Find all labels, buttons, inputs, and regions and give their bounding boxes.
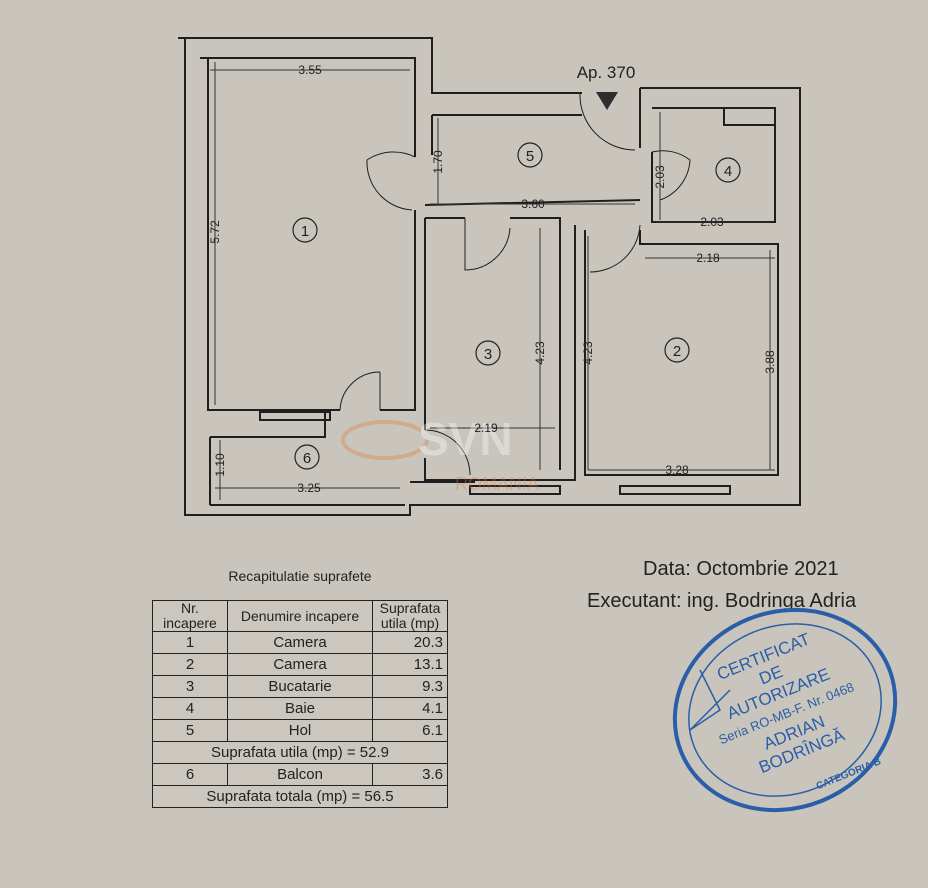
cell: Bucatarie [227,675,373,698]
dimension-label: 3.55 [298,63,322,77]
cell: 4 [152,697,228,720]
cell: 5 [152,719,228,742]
cell: Suprafata utila (mp) = 52.9 [152,741,448,764]
cell: Hol [227,719,373,742]
dimension-label: 1.70 [431,150,445,174]
authorization-stamp: CERTIFICAT DE AUTORIZARE Seria RO-MB-F. … [672,607,898,813]
subtotal-row: Suprafata utila (mp) = 52.9 [152,741,448,764]
dimension-label: 1.10 [213,453,227,477]
cell: 2 [152,653,228,676]
executant-label: Executant: ing. Bodringa Adria [587,590,857,612]
dimension-label: 2.19 [474,421,498,435]
dimension-label: 5.72 [208,220,222,244]
watermark-brand: SVN [418,413,513,465]
cell: Camera [227,631,373,654]
dimension-label: 2.03 [653,165,667,189]
watermark-sub: ROMANIA [455,474,539,494]
cell: Baie [227,697,373,720]
column-header: Suprafata utila (mp) [372,600,448,632]
summary-title: Recapitulatie suprafete [228,568,372,584]
room-number: 5 [526,148,534,165]
cell: 20.3 [372,631,448,654]
cell: 3.6 [372,763,448,786]
cell: Suprafata totala (mp) = 56.5 [152,785,448,808]
cell: 1 [152,631,228,654]
column-header: Denumire incapere [227,600,373,632]
dimension-label: 2.18 [696,251,720,265]
apartment-label: Ap. 370 [577,63,636,82]
cell: 6.1 [372,719,448,742]
signature-mark [689,669,731,731]
room-number: 1 [301,223,309,240]
cell: 4.1 [372,697,448,720]
cell: Balcon [227,763,373,786]
area-summary-table: Nr. incapere Denumire incapere Suprafata… [152,600,448,808]
cell: Camera [227,653,373,676]
room-number: 2 [673,343,681,360]
cell: 6 [152,763,228,786]
dimension-label: 4.23 [581,341,595,365]
room-number: 4 [724,163,732,180]
cell: 13.1 [372,653,448,676]
dimension-label: 3.60 [521,197,545,211]
cell: 9.3 [372,675,448,698]
room-number: 3 [484,346,492,363]
dimension-label: 3.28 [665,463,689,477]
dimension-label: 3.88 [763,350,777,374]
column-header: Nr. incapere [152,600,228,632]
dimension-label: 4.23 [533,341,547,365]
total-row: Suprafata totala (mp) = 56.5 [152,785,448,808]
dimension-label: 3.25 [297,481,321,495]
cell: 3 [152,675,228,698]
date-label: Data: Octombrie 2021 [643,558,839,580]
room-number: 6 [303,450,311,467]
dimension-label: 2.03 [700,215,724,229]
floor-plan: SVN ROMANIA 1 2 3 4 5 6 3.55 5.72 1.70 3… [178,37,801,516]
